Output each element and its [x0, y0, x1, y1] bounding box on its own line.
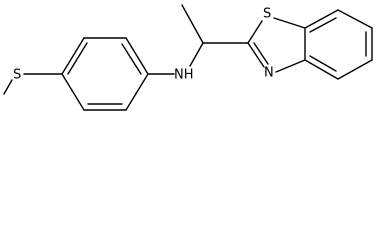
- bond-methyl-s: [3, 79, 13, 95]
- bond-ring-b-2: [337, 9, 373, 29]
- bond-ring-a-6: [61, 73, 85, 111]
- atom-label-thiazole-n: N: [264, 66, 274, 81]
- bond-ring-a-1: [61, 37, 85, 75]
- bond-c2-n: [247, 42, 265, 68]
- atom-label-thioether-s: S: [13, 68, 21, 83]
- bond-ring-b-1-inner: [309, 17, 337, 33]
- bond-ring-b-4: [337, 59, 373, 80]
- bond-ring-a-4: [125, 73, 149, 111]
- bond-s-c7a: [273, 17, 306, 29]
- bond-ring-a-3: [125, 37, 149, 75]
- bond-c2-s: [247, 20, 263, 44]
- atom-label-amine: NH: [174, 68, 194, 83]
- bond-c2-n-inner: [253, 42, 269, 65]
- atom-label-thiazole-s: S: [263, 7, 271, 22]
- bond-ring-b-5-inner: [309, 55, 337, 72]
- bond-n-c3a: [275, 59, 306, 73]
- bond-ring-a-3-inner: [121, 43, 142, 75]
- bond-ch-methyl: [181, 4, 204, 44]
- bond-ring-b-5: [304, 59, 339, 80]
- molecule-structure: S NH S N: [3, 4, 373, 111]
- bond-nh-ch: [189, 42, 204, 67]
- bond-ring-b-1: [304, 9, 339, 29]
- bond-ring-a-1-inner: [67, 42, 88, 75]
